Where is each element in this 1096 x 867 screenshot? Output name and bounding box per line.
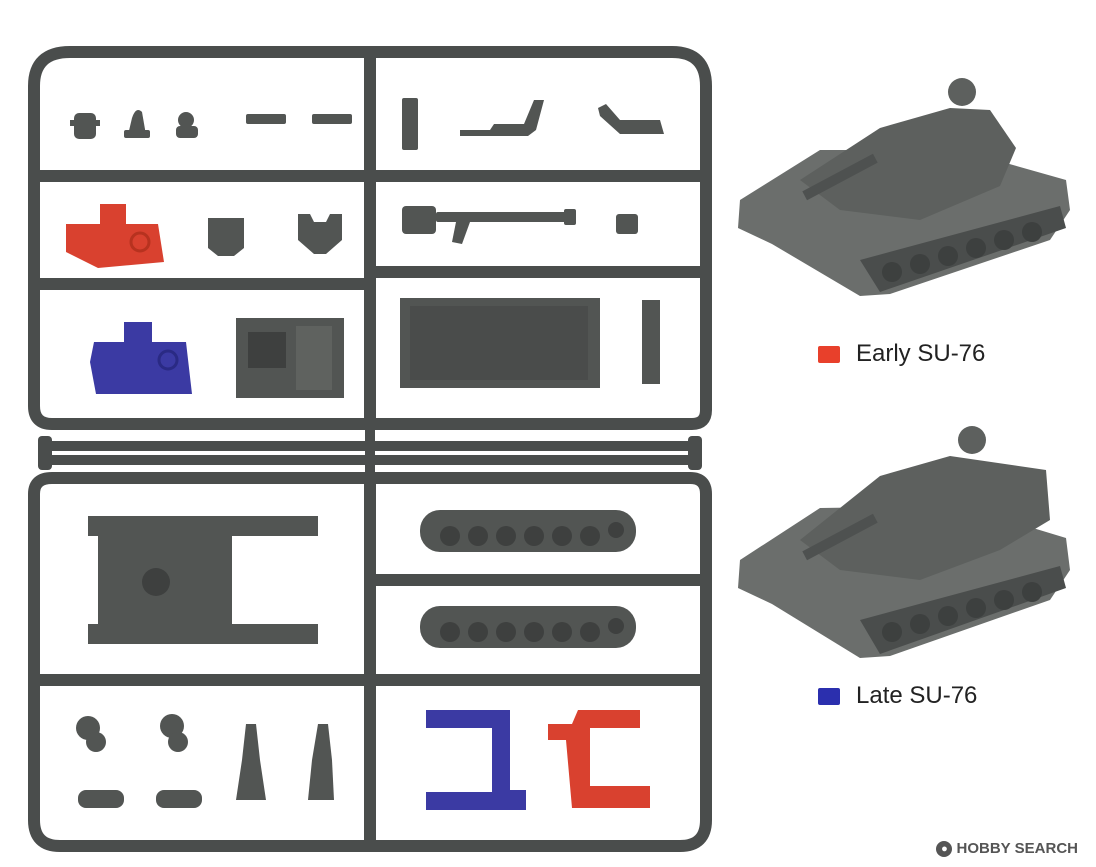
sprue-runners	[40, 424, 700, 478]
early-side-wall-part	[548, 710, 650, 808]
fighting-compartment-part	[236, 318, 344, 398]
track-part-2	[420, 606, 636, 648]
legend-late: Late SU-76	[818, 682, 977, 710]
late-su76-model-image	[738, 426, 1070, 658]
hull-floor-part	[400, 298, 660, 388]
runner-end-caps	[38, 436, 702, 470]
crew-figure-parts	[76, 714, 334, 808]
watermark-prefix: HOBBY	[956, 840, 1011, 857]
grey-bracket-parts	[208, 214, 342, 256]
gun-barrel-part	[402, 206, 638, 244]
exhaust-parts	[402, 98, 664, 150]
watermark-badge-icon: ●	[936, 840, 953, 857]
early-color-swatch	[818, 345, 840, 363]
early-superstructure-part	[66, 204, 164, 268]
track-part-1	[420, 510, 636, 552]
legend-early-label: Early SU-76	[856, 340, 986, 367]
watermark-logo: ● HOBBY SEARCH	[936, 840, 1078, 857]
late-side-wall-part	[426, 710, 526, 810]
late-color-swatch	[818, 687, 840, 705]
late-superstructure-part	[90, 322, 192, 394]
hull-chassis-part	[88, 516, 318, 644]
watermark-suffix: SEARCH	[1014, 840, 1078, 857]
early-su76-model-image	[738, 78, 1070, 296]
sprue-frame	[28, 46, 712, 852]
legend-late-label: Late SU-76	[856, 682, 978, 709]
legend-early: Early SU-76	[818, 340, 985, 368]
small-parts-row	[70, 110, 352, 139]
